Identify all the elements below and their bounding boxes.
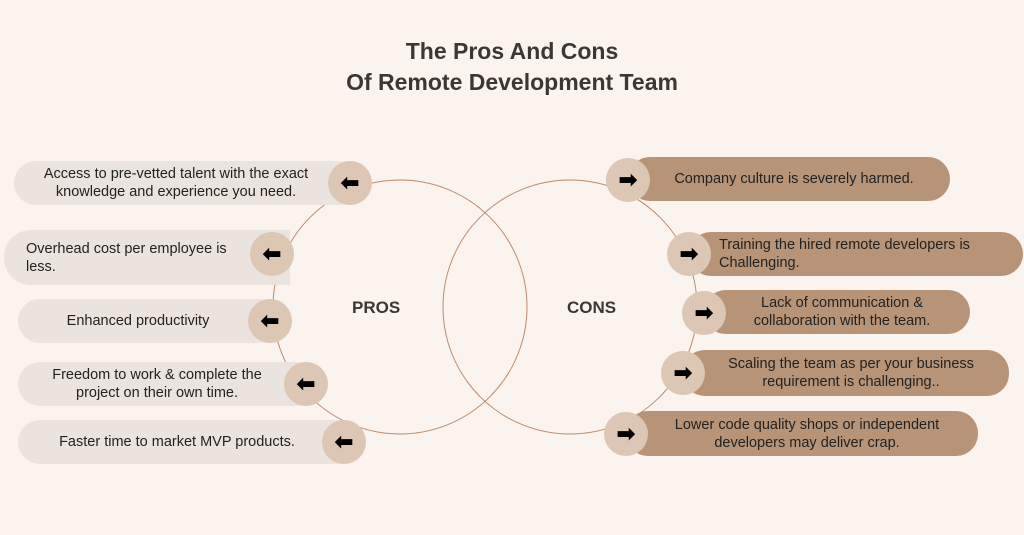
arrow-right-icon: ➡ xyxy=(667,232,711,276)
con-text: Lack of communication & collaboration wi… xyxy=(753,295,931,329)
pro-text: Access to pre-vetted talent with the exa… xyxy=(43,166,309,200)
con-text: Company culture is severely harmed. xyxy=(674,171,914,187)
con-item: Company culture is severely harmed. xyxy=(628,157,950,201)
arrow-left-icon: ⬅ xyxy=(322,420,366,464)
arrow-right-icon: ➡ xyxy=(682,291,726,335)
pro-item: Faster time to market MVP products. xyxy=(18,420,358,464)
arrow-left-icon: ⬅ xyxy=(284,362,328,406)
arrow-left-icon: ⬅ xyxy=(250,232,294,276)
pro-item: Access to pre-vetted talent with the exa… xyxy=(14,161,360,205)
pros-label: PROS xyxy=(352,298,401,317)
arrow-right-icon: ➡ xyxy=(606,158,650,202)
title-line-2: Of Remote Development Team xyxy=(346,69,678,95)
page-title: The Pros And Cons Of Remote Development … xyxy=(0,36,1024,98)
con-item: Training the hired remote developers is … xyxy=(689,232,1023,276)
pro-text: Overhead cost per employee is less. xyxy=(26,240,227,275)
con-text: Training the hired remote developers is … xyxy=(719,237,970,271)
pro-item: Freedom to work & complete the project o… xyxy=(18,362,318,406)
arrow-left-icon: ⬅ xyxy=(328,161,372,205)
title-line-1: The Pros And Cons xyxy=(405,38,619,64)
arrow-right-icon: ➡ xyxy=(661,351,705,395)
pro-text: Freedom to work & complete the project o… xyxy=(52,367,262,401)
arrow-right-icon: ➡ xyxy=(604,412,648,456)
arrow-left-icon: ⬅ xyxy=(248,299,292,343)
pro-item: Overhead cost per employee is less. xyxy=(4,230,290,285)
pro-text: Faster time to market MVP products. xyxy=(59,434,295,450)
cons-label: CONS xyxy=(567,298,617,317)
con-text: Scaling the team as per your business re… xyxy=(728,356,974,390)
con-item: Lack of communication & collaboration wi… xyxy=(704,290,970,334)
con-text: Lower code quality shops or independent … xyxy=(674,416,940,451)
con-item: Scaling the team as per your business re… xyxy=(683,350,1009,396)
pro-item: Enhanced productivity xyxy=(18,299,280,343)
pro-text: Enhanced productivity xyxy=(66,313,210,329)
con-item: Lower code quality shops or independent … xyxy=(626,411,978,456)
